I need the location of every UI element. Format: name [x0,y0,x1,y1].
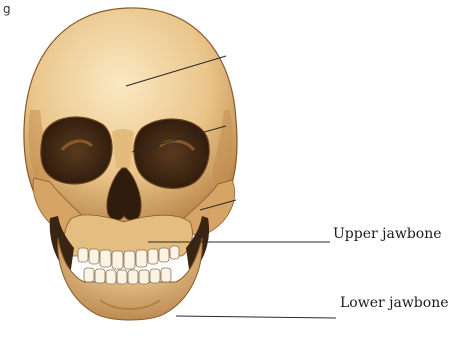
label-upper-jawbone: Upper jawbone [333,227,442,241]
label-lower-jawbone: Lower jawbone [340,296,449,310]
left-eye-socket [41,117,112,184]
right-eye-socket [134,119,209,188]
leader-line-lower-jawbone [176,316,336,318]
